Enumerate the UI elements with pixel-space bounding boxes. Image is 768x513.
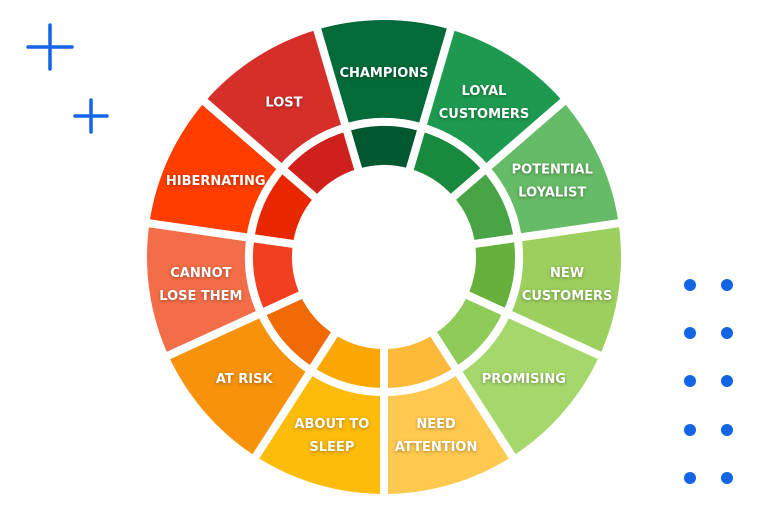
segment-label: ATTENTION — [395, 440, 477, 455]
dot-icon — [721, 279, 733, 291]
segment-label: NEW — [550, 266, 584, 281]
dot-icon — [721, 424, 733, 436]
dot-icon — [684, 375, 696, 387]
dot-icon — [721, 375, 733, 387]
dot-icon — [721, 327, 733, 339]
dot-icon — [721, 472, 733, 484]
segment-label: CANNOT — [170, 266, 231, 281]
segment-label: HIBERNATING — [166, 174, 266, 189]
segment-label: ABOUT TO — [294, 417, 369, 432]
segment-label: POTENTIAL — [512, 163, 593, 178]
segment-label: AT RISK — [216, 372, 274, 387]
segment-label: NEED — [416, 417, 456, 432]
segment-label: PROMISING — [482, 372, 566, 387]
dot-icon — [684, 424, 696, 436]
segment-about-to-sleep: ABOUT TO SLEEP — [249, 327, 388, 502]
dot-icon — [684, 279, 696, 291]
dot-icon — [684, 327, 696, 339]
dot-icon — [684, 472, 696, 484]
segment-label: LOYALIST — [518, 186, 586, 201]
segment-label: LOYAL — [462, 84, 507, 99]
segment-label: CUSTOMERS — [439, 107, 530, 122]
segment-label: CUSTOMERS — [522, 289, 613, 304]
segment-label: SLEEP — [309, 440, 354, 455]
segment-label: CHAMPIONS — [339, 66, 428, 81]
segment-label: LOSE THEM — [159, 289, 242, 304]
center-hole — [294, 167, 474, 347]
segment-label: LOST — [265, 95, 302, 110]
